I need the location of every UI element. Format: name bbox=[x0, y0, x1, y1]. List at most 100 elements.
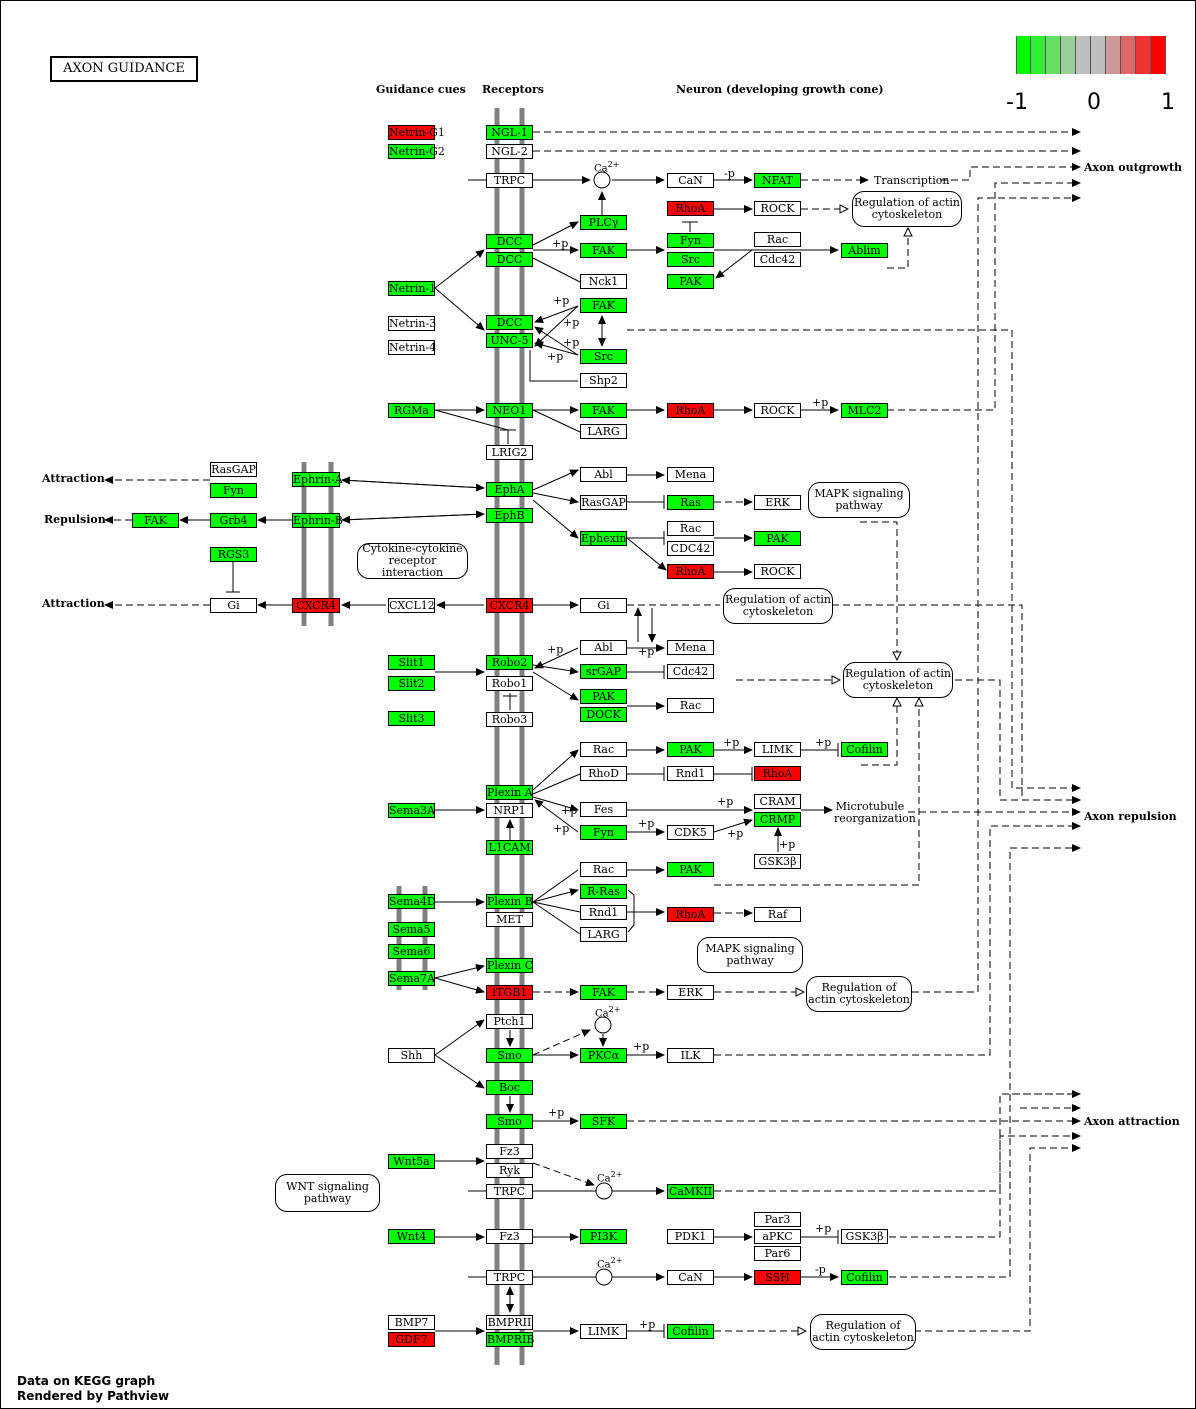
node-fak-3[interactable]: FAK bbox=[580, 403, 627, 418]
node-robo3[interactable]: Robo3 bbox=[486, 712, 533, 727]
node-netrin-1[interactable]: Netrin-1 bbox=[388, 281, 437, 296]
node-larg-2[interactable]: LARG bbox=[580, 927, 627, 942]
node-cdc42-1[interactable]: Cdc42 bbox=[754, 252, 801, 267]
node-slit2[interactable]: Slit2 bbox=[388, 676, 435, 691]
pathway-link-actin-2[interactable]: Regulation of actin cytoskeleton bbox=[723, 588, 833, 624]
node-gi-1[interactable]: Gi bbox=[210, 598, 257, 613]
node-rac-1[interactable]: Rac bbox=[754, 232, 801, 247]
node-mlc2[interactable]: MLC2 bbox=[841, 403, 888, 418]
node-fyn-2[interactable]: Fyn bbox=[210, 483, 257, 498]
node-ngl2[interactable]: NGL-2 bbox=[486, 144, 533, 159]
node-par6[interactable]: Par6 bbox=[754, 1246, 801, 1261]
node-fak-5[interactable]: FAK bbox=[580, 985, 627, 1000]
node-erk-2[interactable]: ERK bbox=[667, 985, 714, 1000]
node-netrin-g2[interactable]: Netrin-G2 bbox=[388, 144, 445, 159]
node-trpc-3[interactable]: TRPC bbox=[486, 1270, 533, 1285]
node-pdk1[interactable]: PDK1 bbox=[667, 1229, 714, 1244]
node-gsk3b-2[interactable]: GSK3β bbox=[841, 1229, 888, 1244]
node-sema3a[interactable]: Sema3A bbox=[388, 803, 435, 818]
node-shp2[interactable]: Shp2 bbox=[580, 373, 627, 388]
node-dcc-3[interactable]: DCC bbox=[486, 315, 533, 330]
node-netrin-g1[interactable]: Netrin-G1 bbox=[388, 125, 445, 140]
pathway-link-actin-5[interactable]: Regulation of actin cytoskeleton bbox=[810, 1314, 916, 1350]
node-slit1[interactable]: Slit1 bbox=[388, 655, 435, 670]
node-grb4[interactable]: Grb4 bbox=[210, 513, 257, 528]
pathway-link-actin-3[interactable]: Regulation of actin cytoskeleton bbox=[843, 662, 953, 698]
node-src-1[interactable]: Src bbox=[667, 252, 714, 267]
node-ssh[interactable]: SSH bbox=[754, 1270, 801, 1285]
node-plexin-a[interactable]: Plexin A bbox=[486, 785, 533, 800]
node-apkc[interactable]: aPKC bbox=[754, 1229, 801, 1244]
node-netrin-4[interactable]: Netrin-4 bbox=[388, 340, 437, 355]
node-cdk5[interactable]: CDK5 bbox=[667, 825, 714, 840]
node-netrin-3[interactable]: Netrin-3 bbox=[388, 316, 437, 331]
node-fyn-3[interactable]: Fyn bbox=[580, 825, 627, 840]
node-robo2[interactable]: Robo2 bbox=[486, 655, 533, 670]
node-sema4d[interactable]: Sema4D bbox=[388, 894, 436, 909]
node-rock-1[interactable]: ROCK bbox=[754, 201, 801, 216]
pathway-link-mapk-1[interactable]: MAPK signaling pathway bbox=[808, 482, 910, 518]
node-dock[interactable]: DOCK bbox=[580, 707, 627, 722]
node-srgap[interactable]: srGAP bbox=[580, 664, 627, 679]
node-sema7a[interactable]: Sema7A bbox=[388, 971, 435, 986]
node-ephrin-b[interactable]: Ephrin-B bbox=[292, 513, 343, 528]
node-rock-3[interactable]: ROCK bbox=[754, 564, 801, 579]
node-bmprii[interactable]: BMPRII bbox=[486, 1315, 533, 1330]
node-cdc42-3[interactable]: Cdc42 bbox=[667, 664, 714, 679]
node-dcc-1[interactable]: DCC bbox=[486, 234, 533, 249]
node-robo1[interactable]: Robo1 bbox=[486, 676, 533, 691]
node-ephb[interactable]: EphB bbox=[486, 508, 533, 523]
node-ras[interactable]: Ras bbox=[667, 495, 714, 510]
pathway-link-cytokine[interactable]: Cytokine-cytokine receptor interaction bbox=[357, 543, 468, 579]
node-gsk3b-1[interactable]: GSK3β bbox=[754, 854, 801, 869]
node-rgma[interactable]: RGMa bbox=[388, 403, 435, 418]
node-smo-2[interactable]: Smo bbox=[486, 1114, 533, 1129]
node-sema5[interactable]: Sema5 bbox=[388, 922, 435, 937]
node-unc5[interactable]: UNC-5 bbox=[486, 333, 533, 348]
node-fak-1[interactable]: FAK bbox=[580, 243, 627, 258]
node-ryk[interactable]: Ryk bbox=[486, 1163, 533, 1178]
node-itgb1[interactable]: ITGB1 bbox=[486, 985, 533, 1000]
node-rhoa-5[interactable]: RhoA bbox=[667, 907, 714, 922]
node-pak-5[interactable]: PAK bbox=[667, 862, 714, 877]
node-mena-2[interactable]: Mena bbox=[667, 640, 714, 655]
node-rasgap-2[interactable]: RasGAP bbox=[580, 495, 627, 510]
node-fyn-1[interactable]: Fyn bbox=[667, 233, 714, 248]
node-nck1[interactable]: Nck1 bbox=[580, 274, 627, 289]
node-fak-2[interactable]: FAK bbox=[580, 298, 627, 313]
node-larg-1[interactable]: LARG bbox=[580, 424, 627, 439]
node-camkii[interactable]: CaMKII bbox=[667, 1184, 714, 1199]
node-neo1[interactable]: NEO1 bbox=[486, 403, 533, 418]
node-bmprib[interactable]: BMPRIB bbox=[486, 1332, 535, 1347]
node-nfat[interactable]: NFAT bbox=[754, 173, 801, 188]
node-crmp[interactable]: CRMP bbox=[754, 812, 801, 827]
node-rac-4[interactable]: Rac bbox=[580, 742, 627, 757]
node-rhod[interactable]: RhoD bbox=[580, 766, 627, 781]
node-shh[interactable]: Shh bbox=[388, 1048, 435, 1063]
node-gdf7[interactable]: GDF7 bbox=[388, 1332, 435, 1347]
node-cdc42-2[interactable]: CDC42 bbox=[667, 541, 714, 556]
node-plcy[interactable]: PLCγ bbox=[580, 215, 627, 230]
pathway-link-mapk-2[interactable]: MAPK signaling pathway bbox=[697, 937, 803, 973]
pathway-link-actin-1[interactable]: Regulation of actin cytoskeleton bbox=[852, 191, 962, 227]
node-fz3-2[interactable]: Fz3 bbox=[486, 1229, 533, 1244]
node-rasgap-1[interactable]: RasGAP bbox=[210, 462, 257, 477]
node-cofilin-3[interactable]: Cofilin bbox=[667, 1324, 714, 1339]
node-pi3k[interactable]: PI3K bbox=[580, 1229, 627, 1244]
node-src-2[interactable]: Src bbox=[580, 349, 627, 364]
node-trpc-1[interactable]: TRPC bbox=[486, 173, 533, 188]
node-rhoa-1[interactable]: RhoA bbox=[667, 201, 714, 216]
node-abl-1[interactable]: Abl bbox=[580, 467, 627, 482]
node-rac-5[interactable]: Rac bbox=[580, 862, 627, 877]
node-rhoa-4[interactable]: RhoA bbox=[754, 766, 801, 781]
node-erk-1[interactable]: ERK bbox=[754, 495, 801, 510]
node-plexin-c[interactable]: Plexin C bbox=[486, 958, 534, 973]
node-cxcr4-2[interactable]: CXCR4 bbox=[486, 598, 533, 613]
node-raf[interactable]: Raf bbox=[754, 907, 801, 922]
node-cxcl12[interactable]: CXCL12 bbox=[388, 598, 435, 613]
node-wnt5a[interactable]: Wnt5a bbox=[388, 1154, 435, 1169]
node-met[interactable]: MET bbox=[486, 912, 533, 927]
node-pak-1[interactable]: PAK bbox=[667, 274, 714, 289]
node-epha[interactable]: EphA bbox=[486, 482, 533, 497]
node-rac-2[interactable]: Rac bbox=[667, 521, 714, 536]
